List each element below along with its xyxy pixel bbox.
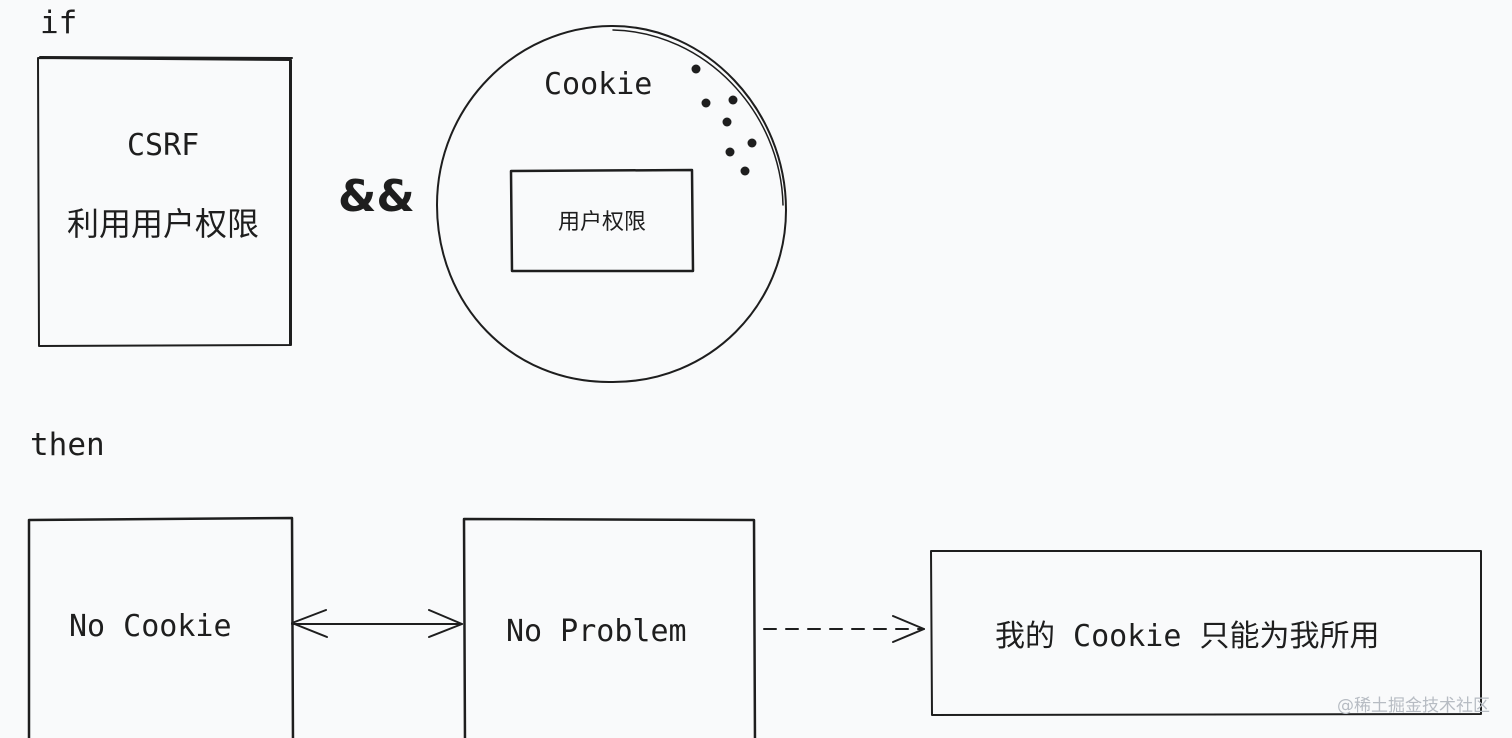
cookie-crumbs [691, 64, 757, 176]
result-box [930, 550, 1482, 716]
no-cookie-box [27, 516, 295, 738]
then-label: then [30, 427, 105, 463]
no-cookie-label: No Cookie [69, 609, 232, 644]
cookie-title: Cookie [544, 67, 653, 102]
no-problem-label: No Problem [506, 614, 687, 649]
result-label: 我的 Cookie 只能为我所用 [995, 619, 1380, 654]
watermark: @稀土掘金技术社区 [1337, 696, 1490, 716]
if-label: if [40, 5, 78, 41]
user-permission-box [509, 168, 695, 273]
and-operator: && [338, 171, 415, 222]
cookie-circle [436, 24, 787, 384]
csrf-box [37, 56, 293, 347]
inner-permission-label: 用户权限 [558, 210, 647, 235]
csrf-subtitle: 利用用户权限 [67, 205, 260, 243]
no-problem-box [462, 517, 757, 738]
csrf-title: CSRF [127, 128, 200, 163]
